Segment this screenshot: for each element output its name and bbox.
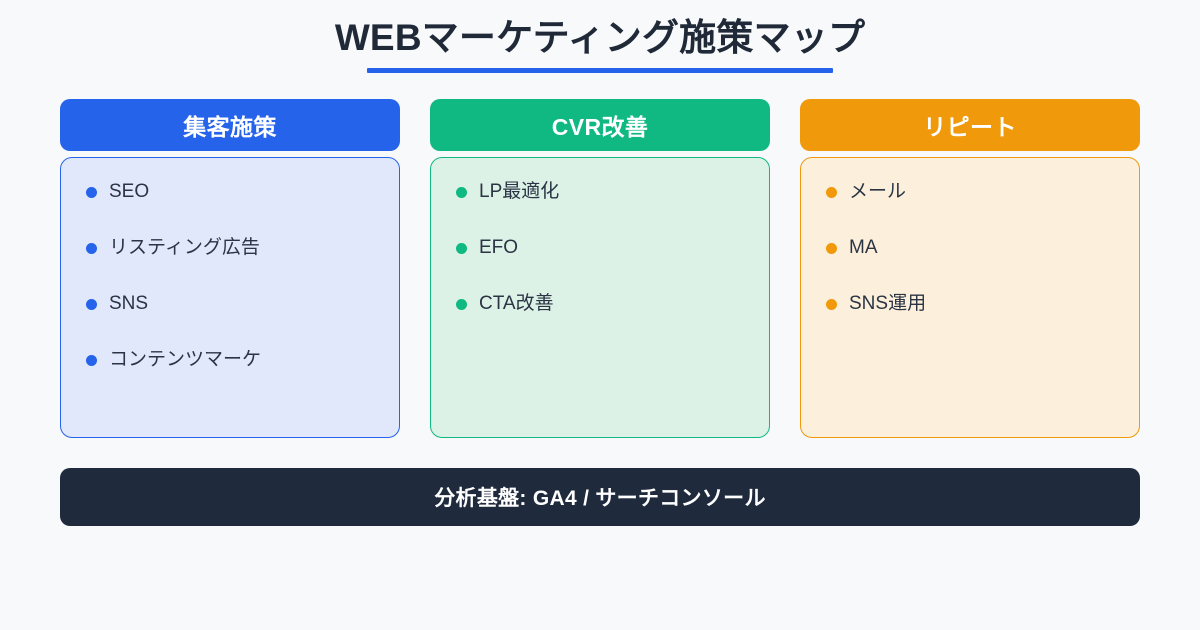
list-item[interactable]: LP最適化 xyxy=(431,180,769,204)
column-header-cvr[interactable]: CVR改善 xyxy=(430,99,770,151)
list-item[interactable]: EFO xyxy=(431,236,769,260)
bullet-icon xyxy=(826,186,837,198)
bullet-icon xyxy=(86,354,97,366)
list-item-label: MA xyxy=(849,237,878,258)
column-acquisition: 集客施策 SEO リスティング広告 SNS コンテンツマーケ xyxy=(60,99,400,438)
list-item[interactable]: MA xyxy=(801,236,1139,260)
column-cvr: CVR改善 LP最適化 EFO CTA改善 xyxy=(430,99,770,438)
column-body-acquisition: SEO リスティング広告 SNS コンテンツマーケ xyxy=(60,157,400,438)
list-item-label: コンテンツマーケ xyxy=(109,349,262,370)
bullet-icon xyxy=(456,186,467,198)
bullet-icon xyxy=(86,242,97,254)
list-item[interactable]: メール xyxy=(801,180,1139,204)
column-body-repeat: メール MA SNS運用 xyxy=(800,157,1140,438)
list-item-label: CTA改善 xyxy=(479,293,554,314)
title-underline xyxy=(367,68,833,73)
analytics-footer-label: 分析基盤: GA4 / サーチコンソール xyxy=(434,487,766,510)
bullet-icon xyxy=(456,242,467,254)
list-item-label: メール xyxy=(849,181,907,202)
columns-container: 集客施策 SEO リスティング広告 SNS コンテンツマーケ CVR改善 xyxy=(60,99,1140,438)
bullet-icon xyxy=(826,242,837,254)
list-item-label: SEO xyxy=(109,181,150,202)
bullet-icon xyxy=(456,298,467,310)
column-repeat: リピート メール MA SNS運用 xyxy=(800,99,1140,438)
column-header-repeat[interactable]: リピート xyxy=(800,99,1140,151)
list-item-label: EFO xyxy=(479,237,519,258)
list-item-label: SNS xyxy=(109,293,149,314)
analytics-footer-bar: 分析基盤: GA4 / サーチコンソール xyxy=(60,468,1140,526)
list-item[interactable]: SNS xyxy=(61,292,399,316)
column-body-cvr: LP最適化 EFO CTA改善 xyxy=(430,157,770,438)
list-item-label: LP最適化 xyxy=(479,181,560,202)
page-title: WEBマーケティング施策マップ xyxy=(334,17,866,58)
list-item[interactable]: SEO xyxy=(61,180,399,204)
title-section: WEBマーケティング施策マップ xyxy=(0,0,1200,92)
list-item[interactable]: リスティング広告 xyxy=(61,236,399,260)
list-item[interactable]: CTA改善 xyxy=(431,292,769,316)
bullet-icon xyxy=(826,298,837,310)
column-header-acquisition[interactable]: 集客施策 xyxy=(60,99,400,151)
bullet-icon xyxy=(86,298,97,310)
bullet-icon xyxy=(86,186,97,198)
list-item-label: リスティング広告 xyxy=(109,237,260,258)
list-item[interactable]: コンテンツマーケ xyxy=(61,348,399,372)
list-item-label: SNS運用 xyxy=(849,293,927,314)
list-item[interactable]: SNS運用 xyxy=(801,292,1139,316)
